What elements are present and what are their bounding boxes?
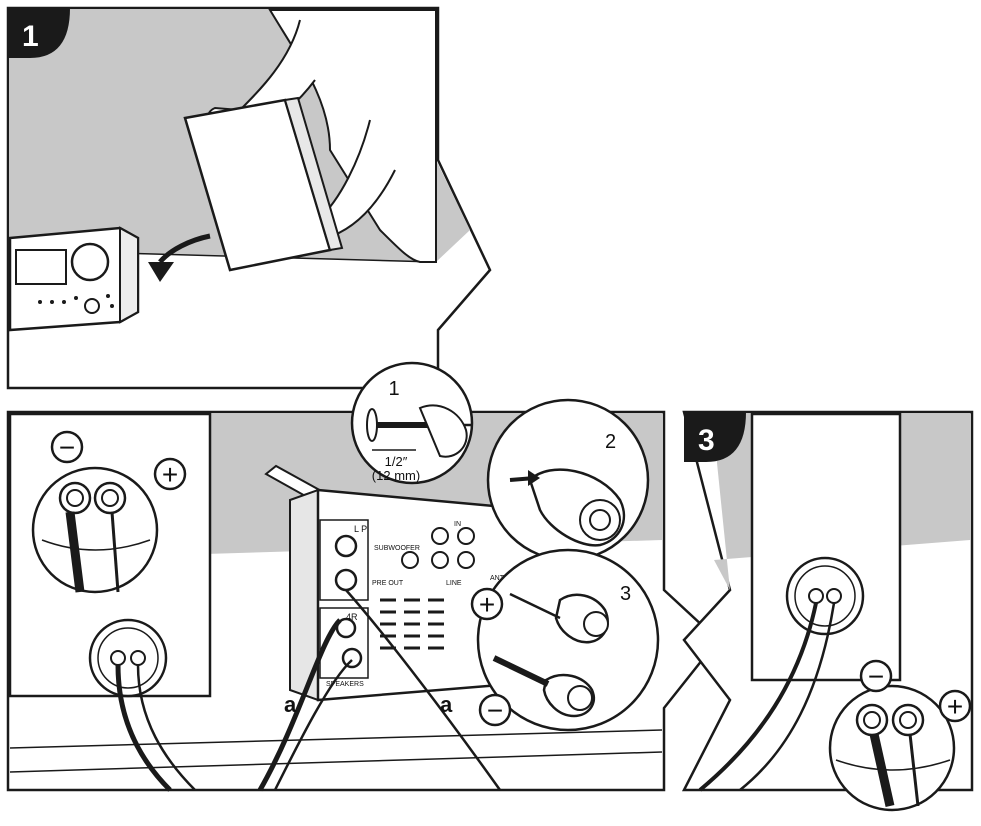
cable-marker-a-left: a — [284, 692, 297, 717]
sub-step-2: 2 — [605, 431, 616, 453]
receiver-unit — [8, 226, 140, 332]
step-1-number: 1 — [22, 20, 39, 53]
speaker-terminal-plate — [785, 556, 865, 636]
subwoofer-label: SUBWOOFER — [374, 545, 420, 552]
plus-label: + — [479, 589, 495, 620]
minus-label: − — [487, 695, 503, 726]
plus-label: + — [162, 459, 178, 490]
step-3-number: 3 — [698, 424, 715, 457]
speakers-label: SPEAKERS — [326, 681, 364, 688]
callout-insert-wires: 3 — [476, 548, 660, 732]
plus-symbol-left — [153, 457, 187, 491]
step-1-badge — [8, 8, 70, 58]
right-channel-label: 4R — [346, 612, 358, 622]
plus-symbol-right — [938, 689, 972, 723]
sub-step-1: 1 — [388, 378, 399, 400]
plus-symbol-callout — [470, 587, 504, 621]
minus-symbol-right — [859, 659, 893, 693]
placement-arrow — [158, 233, 211, 264]
strip-length-inch: 1/2″ — [385, 454, 408, 469]
panel-3: 3 − + — [681, 410, 974, 812]
terminal-closeup-left — [31, 466, 159, 594]
step-3-badge — [684, 412, 746, 462]
panel-2: 2 − + — [6, 361, 720, 792]
minus-symbol-callout — [478, 693, 512, 727]
minus-symbol-left — [50, 430, 84, 464]
pre-out-label: PRE OUT — [372, 580, 404, 587]
right-speaker — [750, 412, 902, 682]
plus-label: + — [947, 691, 963, 722]
strip-length-mm: (12 mm) — [372, 468, 420, 483]
panel-1: 1 — [6, 6, 492, 390]
minus-label: − — [59, 432, 75, 463]
in-label: IN — [454, 521, 461, 528]
speaker-terminal-plate — [88, 618, 168, 698]
callout-loosen-terminal: 2 — [486, 398, 650, 562]
line-label: LINE — [446, 580, 462, 587]
minus-label: − — [868, 661, 884, 692]
speaker-carried — [183, 96, 344, 272]
terminal-closeup-right — [828, 684, 956, 812]
sub-step-3: 3 — [620, 583, 631, 605]
cable-marker-a-right: a — [440, 692, 453, 717]
volume-knob — [70, 242, 110, 282]
left-channel-label: L P — [354, 524, 367, 534]
callout-strip-wire: 1 1/2″ (12 mm) — [350, 361, 474, 485]
